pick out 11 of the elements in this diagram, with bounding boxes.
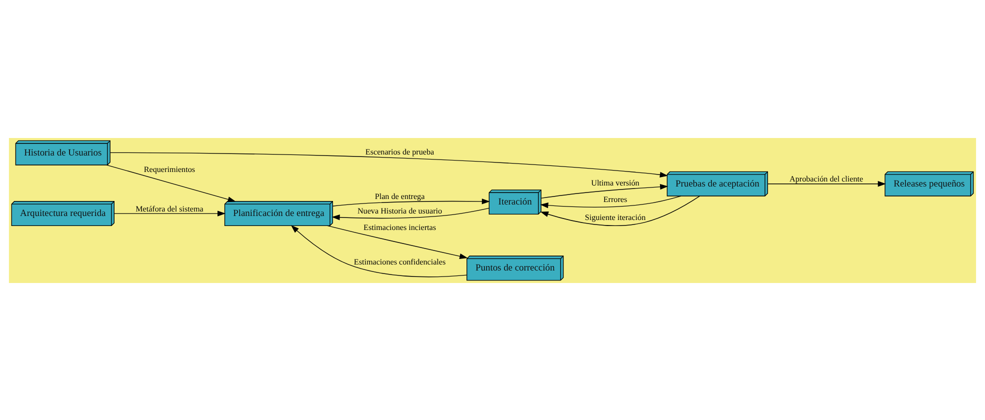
arrow [540,195,682,208]
arrow [540,195,700,226]
arrow [767,180,886,186]
arrow [332,198,490,206]
arrow [540,183,668,198]
arrow [332,207,490,220]
arrow [114,210,226,216]
arrow [326,224,468,259]
arrow [290,224,468,277]
arrow [106,164,236,202]
arrow [110,152,668,178]
